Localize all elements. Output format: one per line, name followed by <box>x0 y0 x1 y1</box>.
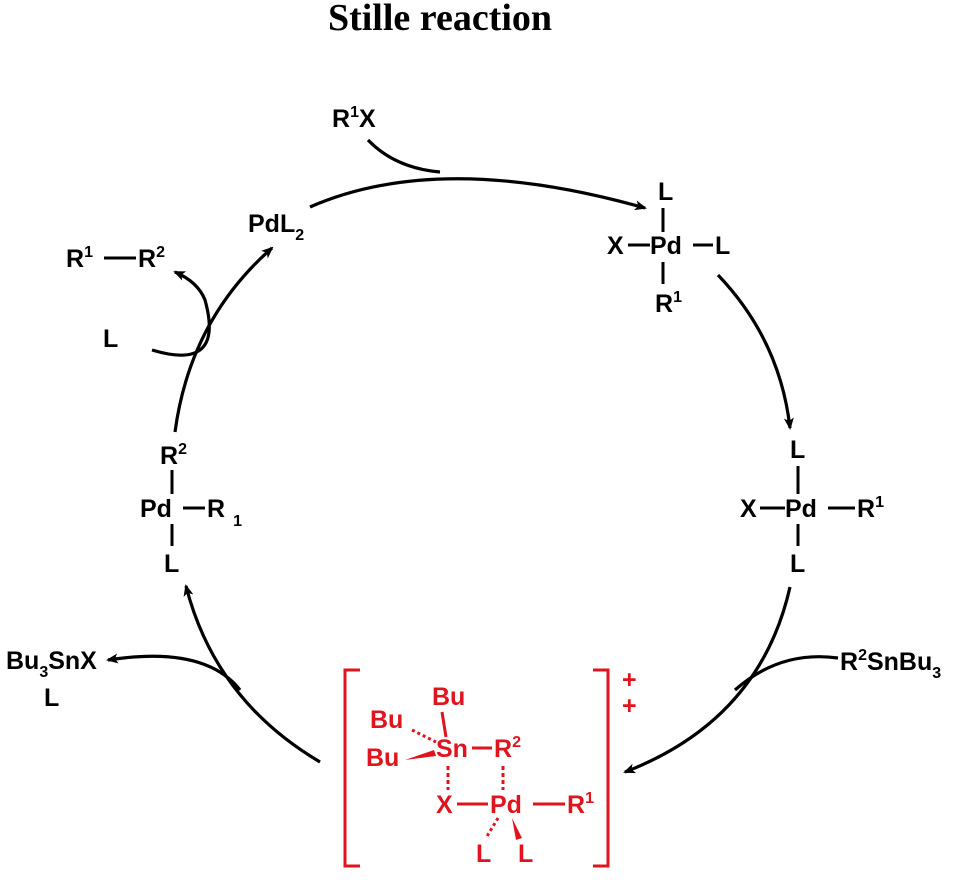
iso-r1: R1 <box>857 494 884 523</box>
byproduct-exit-arrow <box>106 653 242 691</box>
ts-r1: R1 <box>567 790 594 819</box>
reagent-r1x: R1X <box>332 104 376 133</box>
iso-palladium: Pd <box>785 495 817 523</box>
product-r1-r2: R1 R2 <box>66 244 165 273</box>
ligand-in: L <box>103 325 118 353</box>
product-r1: R1 <box>66 244 93 273</box>
ligand-entry-product-exit-arrow <box>151 270 211 357</box>
diagram-title: Stille reaction <box>328 0 552 39</box>
cycle-arc-right-upper <box>716 273 794 430</box>
catalyst-pdl2: PdL2 <box>248 210 304 244</box>
ts-charge-1: + <box>622 666 637 694</box>
ts-charge-2: + <box>622 692 637 720</box>
ts-bracket-left <box>343 668 360 868</box>
byproduct-bu3snx: Bu3SnX <box>6 647 97 681</box>
ts-r2: R2 <box>494 734 521 763</box>
ts-ligand-2: L <box>518 840 533 868</box>
ox-halide: X <box>607 232 624 260</box>
tm-palladium: Pd <box>140 495 172 523</box>
transmetalation-transition-state: + + Bu Bu Bu Sn R2 X Pd R1 L L <box>343 666 637 868</box>
ts-tin: Sn <box>436 735 468 763</box>
ox-ligand-right: L <box>715 232 730 260</box>
cycle-arc-right-lower <box>623 586 792 774</box>
ts-ligand-1: L <box>476 840 491 868</box>
tm-ligand: L <box>164 550 179 578</box>
iso-ligand-bottom: L <box>790 550 805 578</box>
ox-ligand-top: L <box>658 178 673 206</box>
reagent-stannane: R2SnBu3 <box>840 647 941 682</box>
ts-wedge-bond-l <box>512 818 522 840</box>
product-r2: R2 <box>138 244 165 273</box>
stannane-entry-arrow <box>733 655 839 692</box>
r1x-entry-arrow <box>366 138 441 174</box>
ts-palladium: Pd <box>490 791 522 819</box>
ts-butyl-top: Bu <box>432 683 465 711</box>
ts-halide: X <box>436 791 453 819</box>
iso-ligand-top: L <box>790 436 805 464</box>
oxidative-addition-complex: L X Pd L R1 <box>607 178 730 318</box>
byproduct-ligand: L <box>44 684 59 712</box>
ts-butyl-left: Bu <box>370 706 403 734</box>
tm-r2: R2 <box>160 441 187 470</box>
isomerized-complex: L X Pd R1 L <box>740 436 884 578</box>
ox-r1: R1 <box>655 289 682 318</box>
ox-palladium: Pd <box>650 232 682 260</box>
ts-bracket-right <box>593 668 610 868</box>
ts-butyl-wedge: Bu <box>366 744 399 772</box>
iso-halide: X <box>740 495 757 523</box>
ts-wedge-bond <box>405 750 436 760</box>
cycle-arc-top <box>309 177 647 211</box>
cycle-arc-left-lower <box>183 584 321 764</box>
cycle-arc-left-upper <box>173 246 274 433</box>
